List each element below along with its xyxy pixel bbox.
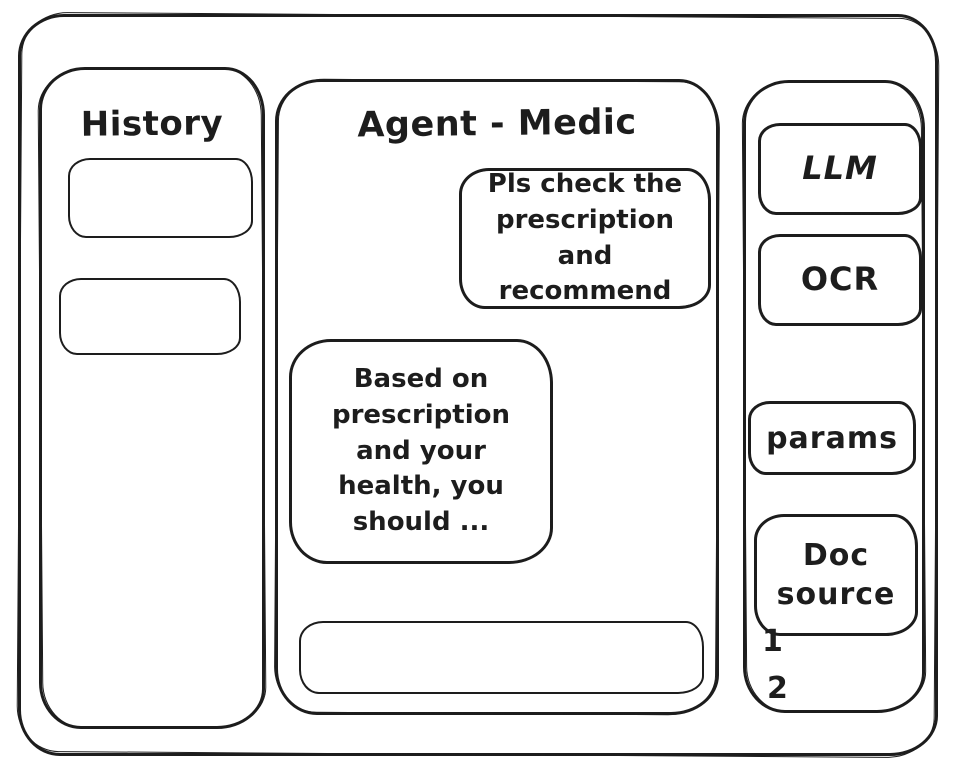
tool-button-doc-source[interactable]: Doc source — [754, 514, 918, 636]
doc-source-item-1[interactable]: 1 — [762, 624, 783, 659]
chat-input[interactable] — [299, 621, 704, 694]
history-title: History — [80, 103, 224, 145]
chat-title: Agent - Medic — [357, 102, 637, 146]
tool-button-ocr[interactable]: OCR — [758, 234, 922, 326]
tool-button-params[interactable]: params — [748, 401, 916, 475]
history-item[interactable] — [68, 158, 253, 238]
user-message-bubble: Pls check the prescription and recommend — [459, 168, 711, 309]
assistant-message-bubble: Based on prescription and your health, y… — [289, 339, 553, 564]
history-panel: History — [39, 67, 265, 729]
chat-panel: Agent - Medic Pls check the prescription… — [275, 79, 719, 715]
tools-panel: LLM OCR params Doc source 1 2 — [743, 80, 925, 713]
doc-source-item-2[interactable]: 2 — [767, 671, 788, 706]
tool-button-llm[interactable]: LLM — [758, 123, 922, 215]
history-item[interactable] — [59, 278, 241, 355]
user-message-text: Pls check the prescription and recommend — [487, 168, 683, 307]
app-window-frame: History Agent - Medic Pls check the pres… — [18, 14, 938, 756]
assistant-message-text: Based on prescription and your health, y… — [331, 363, 510, 538]
